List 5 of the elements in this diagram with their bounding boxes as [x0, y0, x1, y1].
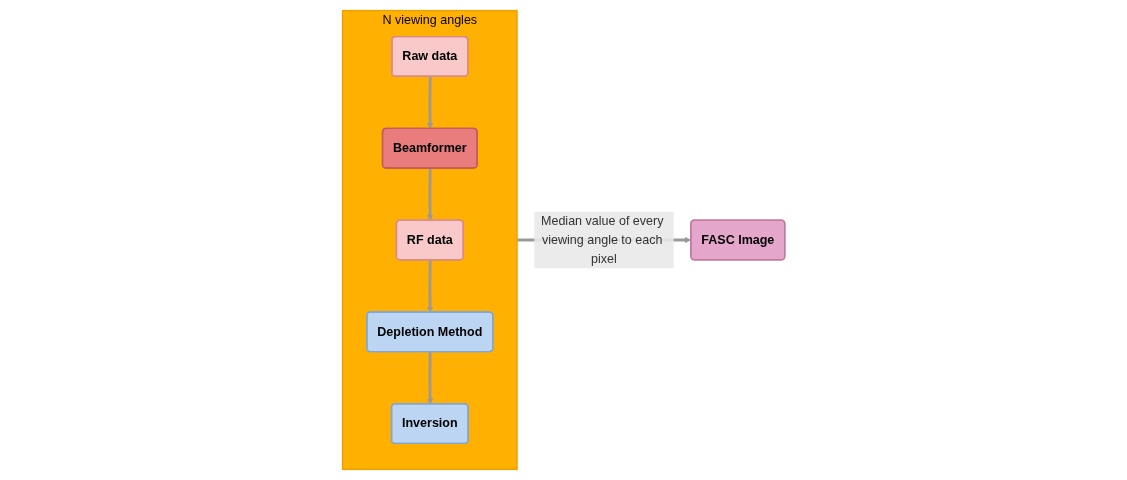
edge-label: Median value of every viewing angle to each pixel — [540, 213, 664, 266]
arrow — [426, 168, 433, 221]
arrow — [426, 76, 433, 130]
arrow — [426, 260, 433, 313]
arrow — [426, 351, 433, 405]
